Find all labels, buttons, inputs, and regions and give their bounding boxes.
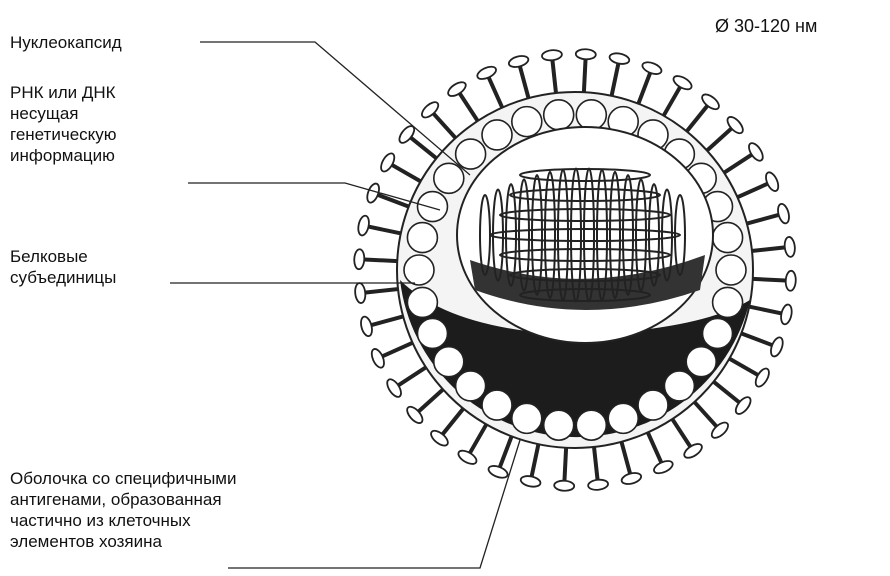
protein-subunit [456,371,486,401]
spike-head [682,441,704,460]
protein-subunit [716,255,746,285]
protein-subunit [544,410,574,440]
protein-subunit [576,100,606,130]
spike-head [620,471,642,486]
spike-head [576,49,596,60]
nucleocapsid-label: Нуклеокапсид [10,32,122,53]
spike-head [763,171,780,193]
genome-label-line: РНК или ДНК [10,82,117,103]
subunits-label-line: субъединицы [10,267,116,288]
spike-head [541,49,562,61]
protein-subunit [434,163,464,193]
spike-head [769,336,785,358]
envelope-label-line: частично из клеточных [10,510,236,531]
protein-subunit [417,192,447,222]
size-label: Ø 30-120 нм [715,16,817,37]
spike-head [779,304,793,326]
spike-head [357,215,371,237]
spike-head [384,377,403,399]
protein-subunit [512,403,542,433]
protein-subunit [703,318,733,348]
protein-subunit [576,410,606,440]
spike-head [508,54,530,69]
spike-head [487,464,509,480]
protein-subunit [512,107,542,137]
spike-head [609,52,631,66]
spike-head [354,249,365,269]
spike-head [784,236,796,257]
spike-head [776,203,791,225]
spike-head [359,315,374,337]
genome-label-line: информацию [10,145,117,166]
spike-head [652,458,674,475]
spike-head [746,141,765,163]
protein-subunit [713,287,743,317]
genome-label-line: несущая [10,103,117,124]
spike-head [378,151,397,173]
protein-subunit [407,287,437,317]
spike-head [753,366,772,388]
genome-label: РНК или ДНК несущая генетическую информа… [10,82,117,166]
spike-head [476,64,498,81]
protein-subunit [417,318,447,348]
protein-subunit [638,390,668,420]
protein-subunit [434,347,464,377]
protein-subunit [544,100,574,130]
envelope-label-line: антигенами, образованная [10,489,236,510]
spike-head [456,448,478,467]
protein-subunit [608,403,638,433]
genome-label-line: генетическую [10,124,117,145]
protein-subunit [404,255,434,285]
spike-head [588,479,609,491]
protein-subunit [686,347,716,377]
protein-subunit [482,390,512,420]
spike-head [354,283,366,304]
envelope-label-line: элементов хозяина [10,531,236,552]
spike-head [369,347,386,369]
spike-head [785,271,796,291]
spike-head [554,480,574,491]
spike-head [446,79,468,98]
envelope-label: Оболочка со специфичными антигенами, обр… [10,468,236,552]
protein-subunit [482,120,512,150]
spike-head [520,474,542,488]
protein-subunit [664,371,694,401]
subunits-label-line: Белковые [10,246,116,267]
protein-subunit [713,223,743,253]
spike-head [671,73,693,92]
spike-head [641,60,663,76]
envelope-label-line: Оболочка со специфичными [10,468,236,489]
protein-subunit [407,223,437,253]
protein-subunit [456,139,486,169]
subunits-label: Белковые субъединицы [10,246,116,288]
